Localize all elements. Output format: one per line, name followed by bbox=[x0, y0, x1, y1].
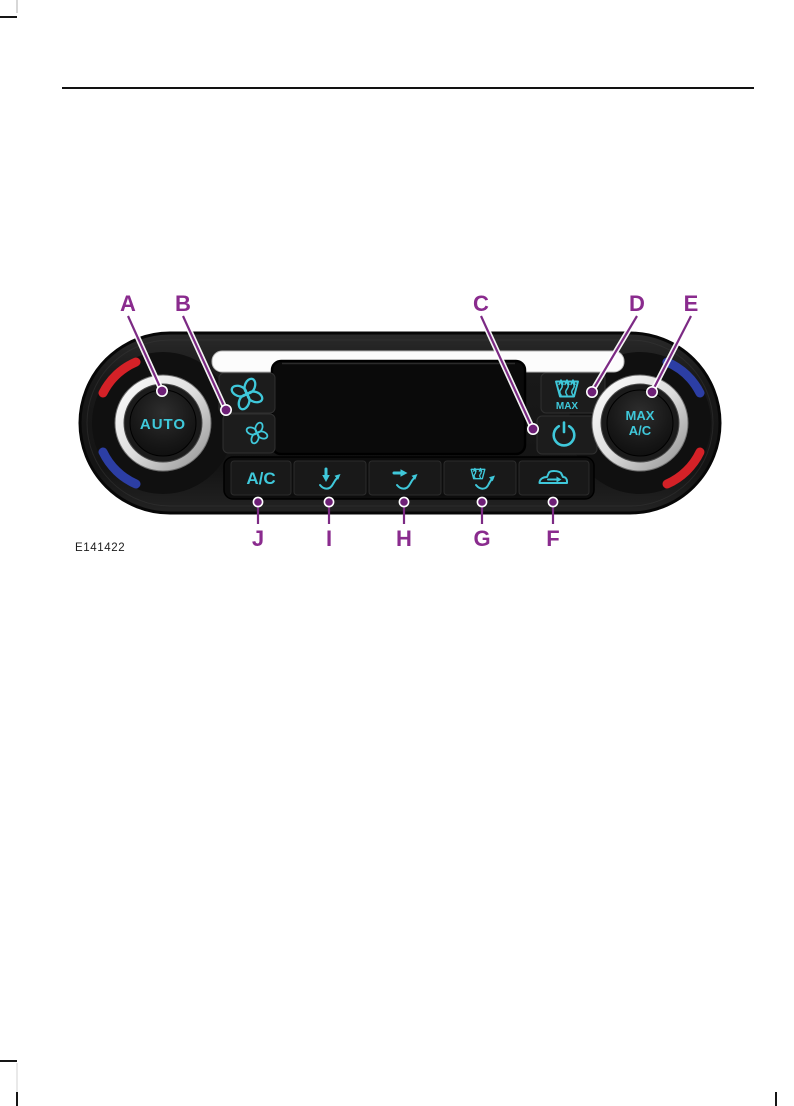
defrost-max-windshield-icon bbox=[555, 379, 579, 398]
power-button bbox=[536, 415, 598, 455]
crop-mark-top-left-horizontal bbox=[0, 16, 17, 18]
ac-button-label: A/C bbox=[246, 469, 275, 488]
fan-decrease-button bbox=[222, 413, 276, 454]
left-knob-hot-arc bbox=[98, 357, 141, 398]
climate-control-figure: MAX AUTO MAX A/ bbox=[55, 275, 745, 565]
callout-letter-g: G bbox=[473, 526, 490, 551]
callout-letter-j: J bbox=[252, 526, 264, 551]
max-ac-knob-label-line1: MAX bbox=[626, 408, 655, 423]
windshield-demist-icon bbox=[470, 467, 495, 490]
fan-high-icon bbox=[230, 377, 264, 411]
panel-vent-icon bbox=[392, 469, 418, 490]
crop-mark-bottom-left-horizontal bbox=[0, 1060, 17, 1062]
ac-button bbox=[230, 460, 292, 496]
max-ac-knob: MAX A/C bbox=[591, 374, 689, 472]
climate-control-illustration: MAX AUTO MAX A/ bbox=[75, 291, 722, 554]
figure-code: E141422 bbox=[75, 542, 125, 554]
recirculation-button bbox=[518, 460, 590, 496]
header-rule bbox=[62, 87, 754, 89]
footwell-vent-button bbox=[293, 460, 367, 496]
callout-letter-b: B bbox=[175, 291, 191, 316]
callout-letter-a: A bbox=[120, 291, 136, 316]
defrost-max-label: MAX bbox=[556, 401, 579, 412]
callout-letter-e: E bbox=[684, 291, 699, 316]
recirculation-car-icon bbox=[538, 470, 568, 484]
panel-vent-button bbox=[368, 460, 442, 496]
power-icon bbox=[552, 421, 576, 447]
crop-mark-top-left-vertical bbox=[16, 0, 18, 13]
display-screen bbox=[270, 359, 527, 456]
left-knob-cold-arc bbox=[98, 447, 141, 489]
footwell-vent-icon bbox=[319, 467, 341, 490]
auto-knob-label: AUTO bbox=[140, 416, 186, 433]
crop-mark-bottom-left-vertical-faint bbox=[16, 1063, 18, 1092]
crop-mark-bottom-right-vertical bbox=[775, 1092, 777, 1106]
max-ac-knob-label-line2: A/C bbox=[629, 423, 652, 438]
callout-letter-d: D bbox=[629, 291, 645, 316]
callout-leader-lines bbox=[125, 314, 694, 524]
callout-letter-c: C bbox=[473, 291, 489, 316]
callout-letter-i: I bbox=[326, 526, 332, 551]
bottom-button-row: A/C bbox=[223, 456, 595, 500]
crop-mark-bottom-left-vertical bbox=[16, 1092, 18, 1106]
right-knob-cold-arc bbox=[662, 357, 705, 398]
callout-letter-f: F bbox=[546, 526, 559, 551]
callout-letter-h: H bbox=[396, 526, 412, 551]
fan-low-icon bbox=[245, 421, 269, 445]
right-knob-hot-arc bbox=[662, 447, 705, 489]
auto-knob: AUTO bbox=[114, 374, 212, 472]
